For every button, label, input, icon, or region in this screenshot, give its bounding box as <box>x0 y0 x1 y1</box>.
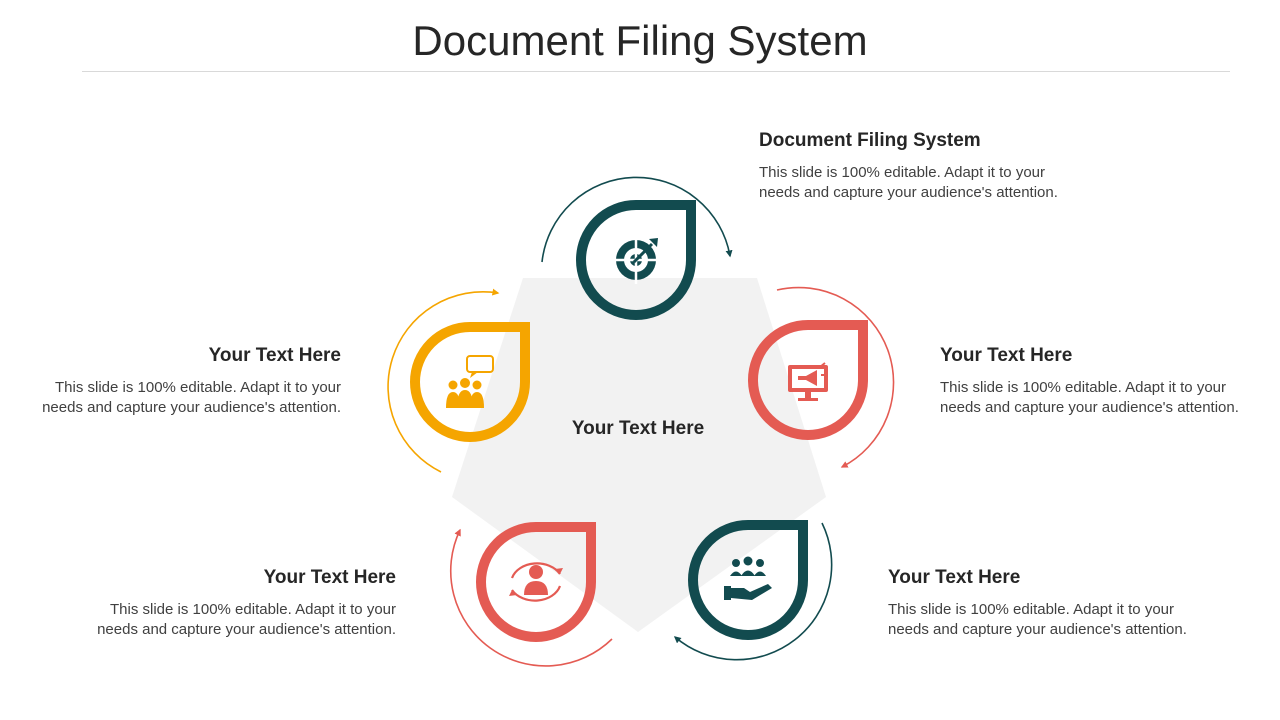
text-block-top: Document Filing System This slide is 100… <box>759 129 1089 203</box>
center-label: Your Text Here <box>571 418 705 439</box>
node-bottom-left <box>476 522 596 642</box>
target-icon <box>612 236 660 284</box>
node-right <box>748 320 868 440</box>
arc-arrow-right <box>776 286 895 468</box>
person-cycle-icon <box>509 562 563 602</box>
text-block-right: Your Text Here This slide is 100% editab… <box>940 344 1270 418</box>
monitor-megaphone-icon <box>788 362 828 401</box>
block-heading: Your Text Here <box>263 567 396 588</box>
block-body: This slide is 100% editable. Adapt it to… <box>97 601 396 638</box>
block-heading: Your Text Here <box>940 345 1073 366</box>
node-left <box>410 322 530 442</box>
arc-arrow-bottom-right <box>673 522 833 661</box>
block-heading: Document Filing System <box>759 130 981 151</box>
block-body: This slide is 100% editable. Adapt it to… <box>42 379 341 416</box>
block-body: This slide is 100% editable. Adapt it to… <box>940 379 1239 416</box>
text-block-bottom-right: Your Text Here This slide is 100% editab… <box>888 566 1218 640</box>
text-block-left: Your Text Here This slide is 100% editab… <box>11 344 341 418</box>
arc-arrow-top <box>541 176 733 263</box>
arc-arrow-left <box>387 288 500 473</box>
center-pentagon <box>452 278 826 632</box>
block-heading: Your Text Here <box>888 567 1021 588</box>
node-top <box>576 200 696 320</box>
block-heading: Your Text Here <box>208 345 341 366</box>
block-body: This slide is 100% editable. Adapt it to… <box>759 164 1058 201</box>
title-divider <box>82 71 1230 72</box>
group-chat-icon <box>446 355 494 408</box>
block-body: This slide is 100% editable. Adapt it to… <box>888 601 1187 638</box>
page-title: Document Filing System <box>412 17 868 64</box>
text-block-bottom-left: Your Text Here This slide is 100% editab… <box>66 566 396 640</box>
node-bottom-right <box>688 520 808 640</box>
team-hand-icon <box>724 556 772 600</box>
arc-arrow-bottom-left <box>449 528 613 667</box>
